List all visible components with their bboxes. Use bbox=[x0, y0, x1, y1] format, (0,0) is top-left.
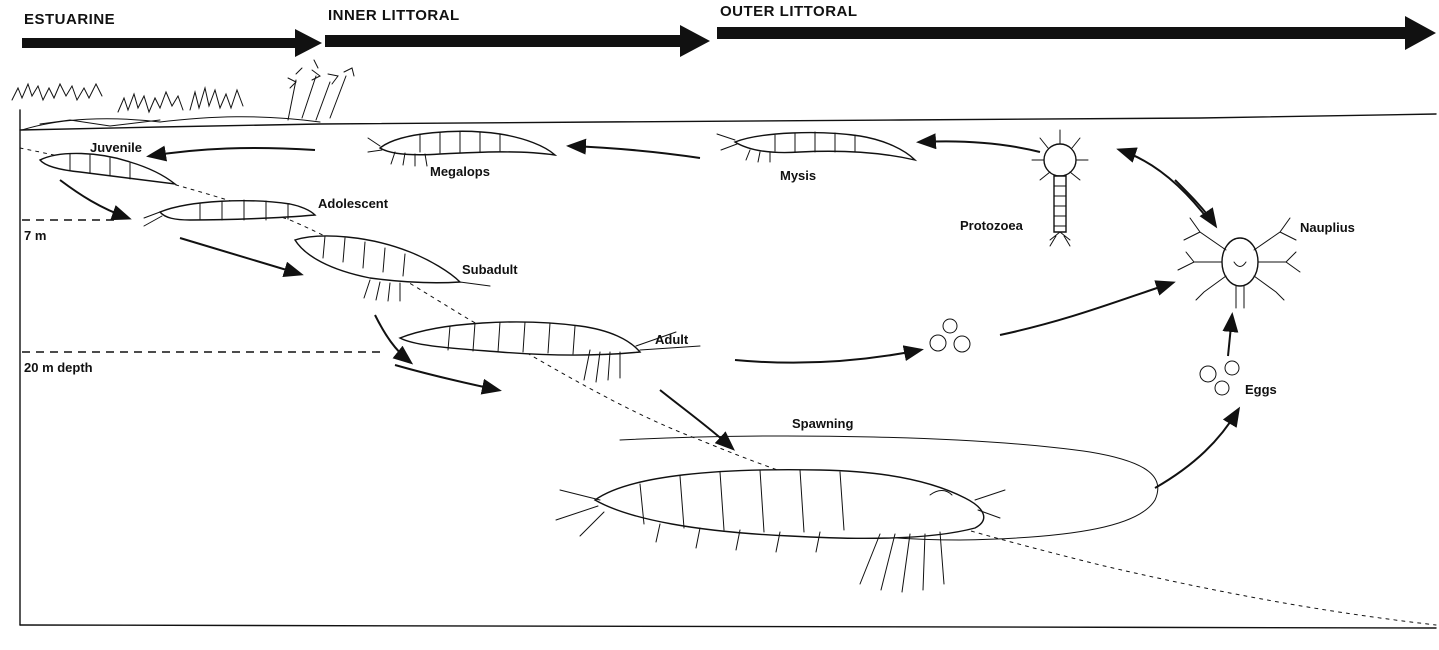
shoreline-vegetation bbox=[12, 60, 354, 130]
arrow-adult-migration bbox=[395, 365, 498, 390]
adult-illustration bbox=[400, 322, 700, 382]
arrow-eggs-to-nauplius-drift bbox=[1000, 283, 1172, 335]
arrow-juvenile-to-adolescent bbox=[60, 180, 128, 218]
juvenile-illustration bbox=[40, 153, 175, 184]
zone-arrow-outer-littoral bbox=[717, 16, 1436, 50]
depth-label-20m: 20 m depth bbox=[24, 360, 93, 375]
stage-label-mysis: Mysis bbox=[780, 168, 816, 183]
stage-label-adolescent: Adolescent bbox=[318, 196, 389, 211]
mysis-illustration bbox=[717, 132, 915, 162]
eggs-illustration bbox=[1200, 361, 1239, 395]
zone-arrow-estuarine bbox=[22, 29, 322, 57]
stage-label-eggs: Eggs bbox=[1245, 382, 1277, 397]
arrow-megalopa-to-juvenile bbox=[150, 148, 315, 156]
nauplius-illustration bbox=[1178, 218, 1300, 308]
drifting-eggs-illustration bbox=[930, 319, 970, 352]
stage-label-megalopa: Megalops bbox=[430, 164, 490, 179]
depth-label-7m: 7 m bbox=[24, 228, 46, 243]
arrow-eggs-to-nauplius bbox=[1228, 316, 1232, 356]
megalopa-illustration bbox=[368, 131, 555, 166]
arrow-adult-to-eggs bbox=[735, 350, 920, 363]
zone-arrow-inner-littoral bbox=[325, 25, 710, 57]
stage-label-spawning: Spawning bbox=[792, 416, 853, 431]
stage-label-adult: Adult bbox=[655, 332, 689, 347]
zone-label-inner-littoral: INNER LITTORAL bbox=[328, 7, 460, 24]
zone-label-outer-littoral: OUTER LITTORAL bbox=[720, 3, 858, 20]
stage-label-juvenile: Juvenile bbox=[90, 140, 142, 155]
arrow-adult-to-spawning bbox=[660, 390, 732, 448]
bottom-frame-line bbox=[20, 625, 1436, 628]
zone-arrows bbox=[22, 16, 1436, 57]
protozoea-illustration bbox=[1032, 130, 1088, 246]
arrow-protozoea-to-mysis bbox=[920, 141, 1040, 152]
arrow-nauplius-to-protozoea bbox=[1120, 150, 1210, 222]
arrow-mysis-to-megalopa bbox=[570, 146, 700, 158]
zone-label-estuarine: ESTUARINE bbox=[24, 11, 115, 28]
arrow-spawning-to-eggs bbox=[1155, 410, 1238, 488]
stage-label-nauplius: Nauplius bbox=[1300, 220, 1355, 235]
adolescent-illustration bbox=[144, 200, 315, 226]
subadult-illustration bbox=[295, 236, 490, 301]
spawning-illustration bbox=[556, 436, 1158, 592]
stage-label-protozoea: Protozoea bbox=[960, 218, 1024, 233]
stage-label-subadult: Subadult bbox=[462, 262, 518, 277]
water-surface-line bbox=[20, 114, 1436, 130]
arrow-adolescent-to-subadult bbox=[180, 238, 300, 274]
